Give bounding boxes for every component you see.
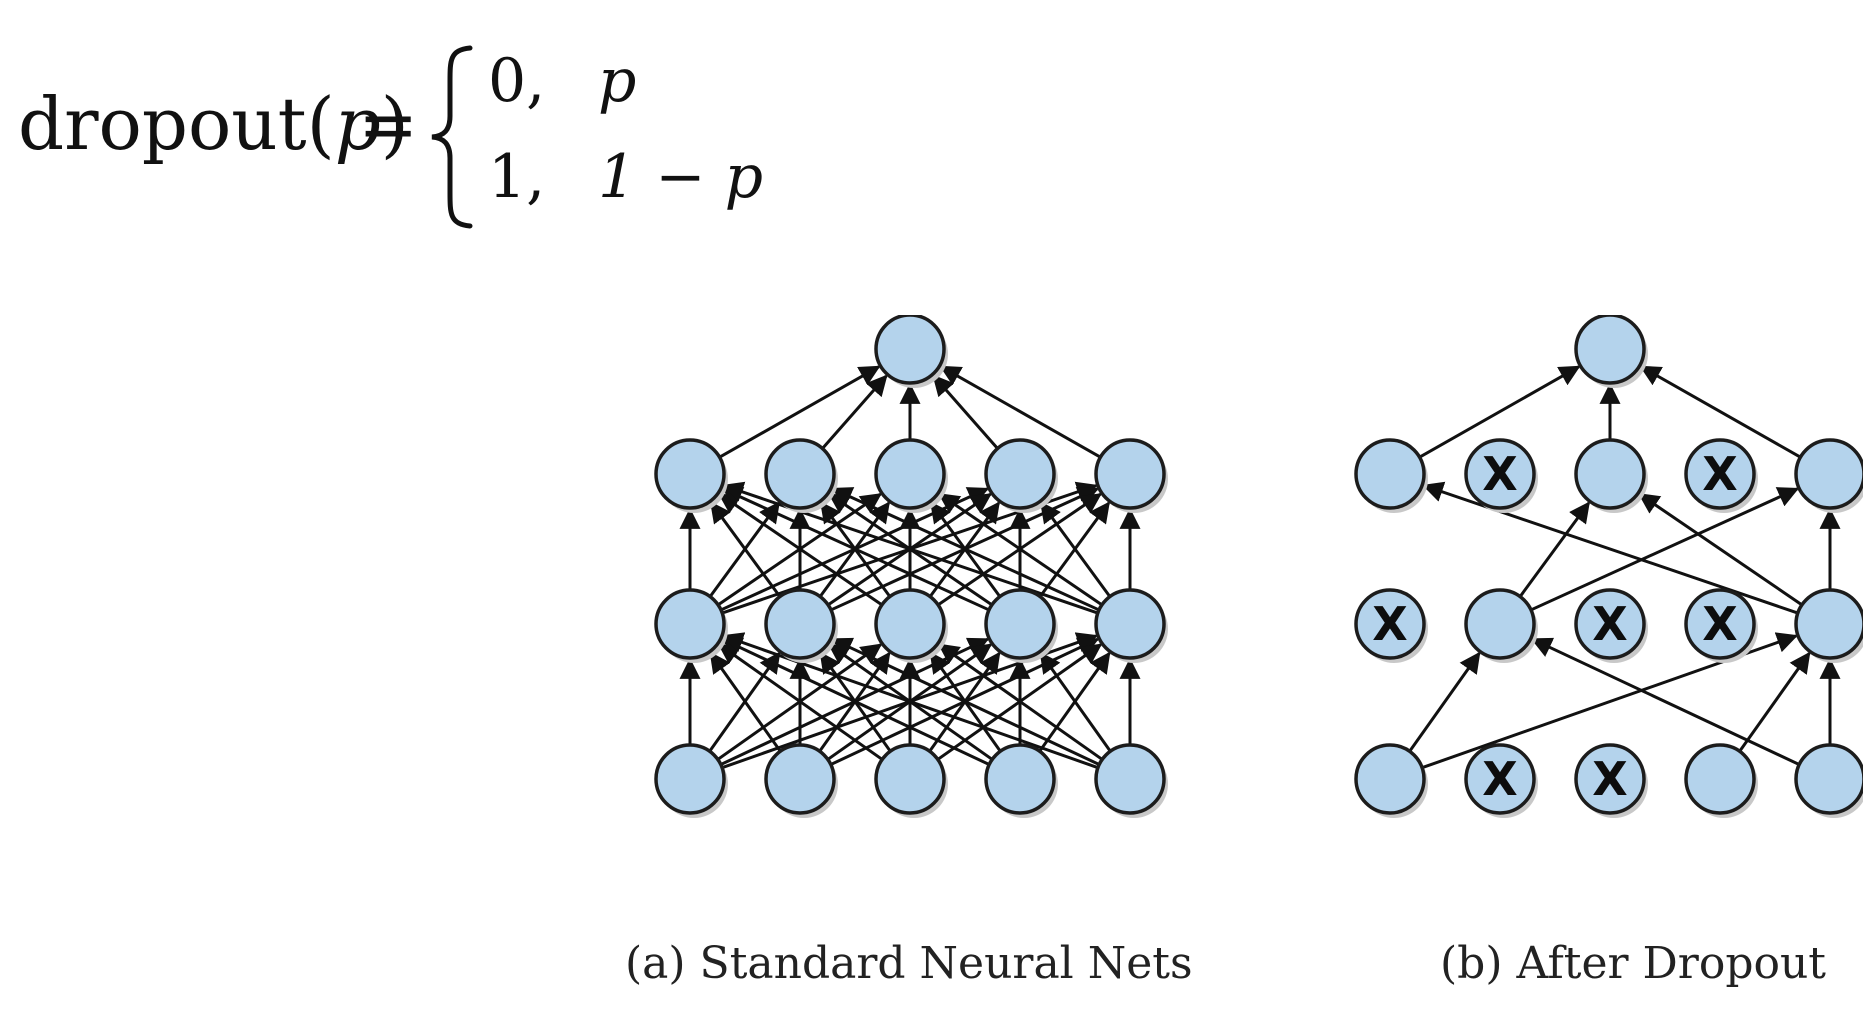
neuron [1354, 743, 1426, 815]
cases-brace [431, 45, 473, 229]
connection-arrow [938, 493, 1103, 607]
standard-network-diagram [654, 315, 1168, 818]
connection-arrow [1039, 651, 1112, 753]
neuron [1574, 438, 1646, 510]
case-condition: p [598, 46, 637, 116]
connection-arrow [937, 643, 1104, 761]
dropped-neuron [1574, 743, 1646, 815]
drop-mark: X [1592, 597, 1627, 651]
neuron [1094, 588, 1166, 660]
neuron [1794, 743, 1863, 815]
case-value: 0, [488, 46, 546, 116]
neuron [764, 438, 836, 510]
connection-arrow [1418, 365, 1581, 459]
neuron [654, 743, 726, 815]
connection-arrow [830, 637, 1100, 766]
case-condition: 1 − p [598, 142, 763, 212]
connection-arrow [720, 637, 990, 766]
neuron [984, 588, 1056, 660]
neuron [764, 588, 836, 660]
neuron [874, 588, 946, 660]
drop-mark: X [1592, 752, 1627, 806]
neuron [984, 743, 1056, 815]
drop-mark: X [1702, 597, 1737, 651]
dropped-neuron [1464, 743, 1536, 815]
connection-arrow [1738, 651, 1811, 753]
connection-arrow [939, 365, 1102, 459]
neuron [1094, 438, 1166, 510]
neuron [1354, 438, 1426, 510]
dropped-neuron [1684, 588, 1756, 660]
formula-equals: = [358, 82, 419, 166]
connection-arrow [709, 651, 782, 753]
connection-arrow [1639, 365, 1802, 459]
connection-arrow [710, 501, 782, 598]
neuron [654, 438, 726, 510]
dropped-neuron [1464, 438, 1536, 510]
dropout-formula: dropout(p) = 0, p 1, 1 − p [18, 42, 778, 242]
dropped-neuron [1354, 588, 1426, 660]
connection-arrow [717, 643, 884, 761]
formula-lhs: dropout(p) [18, 82, 409, 166]
neuron [1794, 438, 1863, 510]
neuron [1684, 743, 1756, 815]
drop-mark: X [1702, 447, 1737, 501]
connection-arrow [1408, 651, 1481, 753]
connection-arrow [1530, 487, 1800, 612]
caption-standard-network: (a) Standard Neural Nets [625, 938, 1193, 989]
dropout-network-diagram: X X X X X X X [1354, 315, 1863, 818]
connection-arrow [718, 493, 883, 607]
neuron [1574, 315, 1646, 385]
formula-function-name: dropout( [18, 82, 335, 166]
neuron [874, 438, 946, 510]
connection-arrow [1530, 637, 1800, 766]
connection-arrow [830, 487, 1100, 612]
connection-arrow [720, 487, 990, 612]
neuron [1094, 743, 1166, 815]
connection-arrow [1518, 501, 1590, 598]
connection-arrow [1040, 501, 1112, 598]
case-value: 1, [488, 142, 546, 212]
drop-mark: X [1372, 597, 1407, 651]
neuron [1464, 588, 1536, 660]
connection-arrow [821, 374, 888, 450]
formula-param: p [334, 82, 381, 166]
neuron [874, 315, 946, 385]
drop-mark: X [1482, 447, 1517, 501]
neuron [764, 743, 836, 815]
connection-arrow [718, 365, 881, 459]
neuron [654, 588, 726, 660]
neuron [984, 438, 1056, 510]
formula-close-paren: ) [380, 82, 409, 166]
neuron [1794, 588, 1863, 660]
neuron [874, 743, 946, 815]
caption-after-dropout: (b) After Dropout [1440, 938, 1826, 989]
connection-arrow [932, 374, 999, 450]
dropped-neuron [1684, 438, 1756, 510]
connection-arrow [1638, 493, 1803, 607]
dropped-neuron [1574, 588, 1646, 660]
drop-mark: X [1482, 752, 1517, 806]
